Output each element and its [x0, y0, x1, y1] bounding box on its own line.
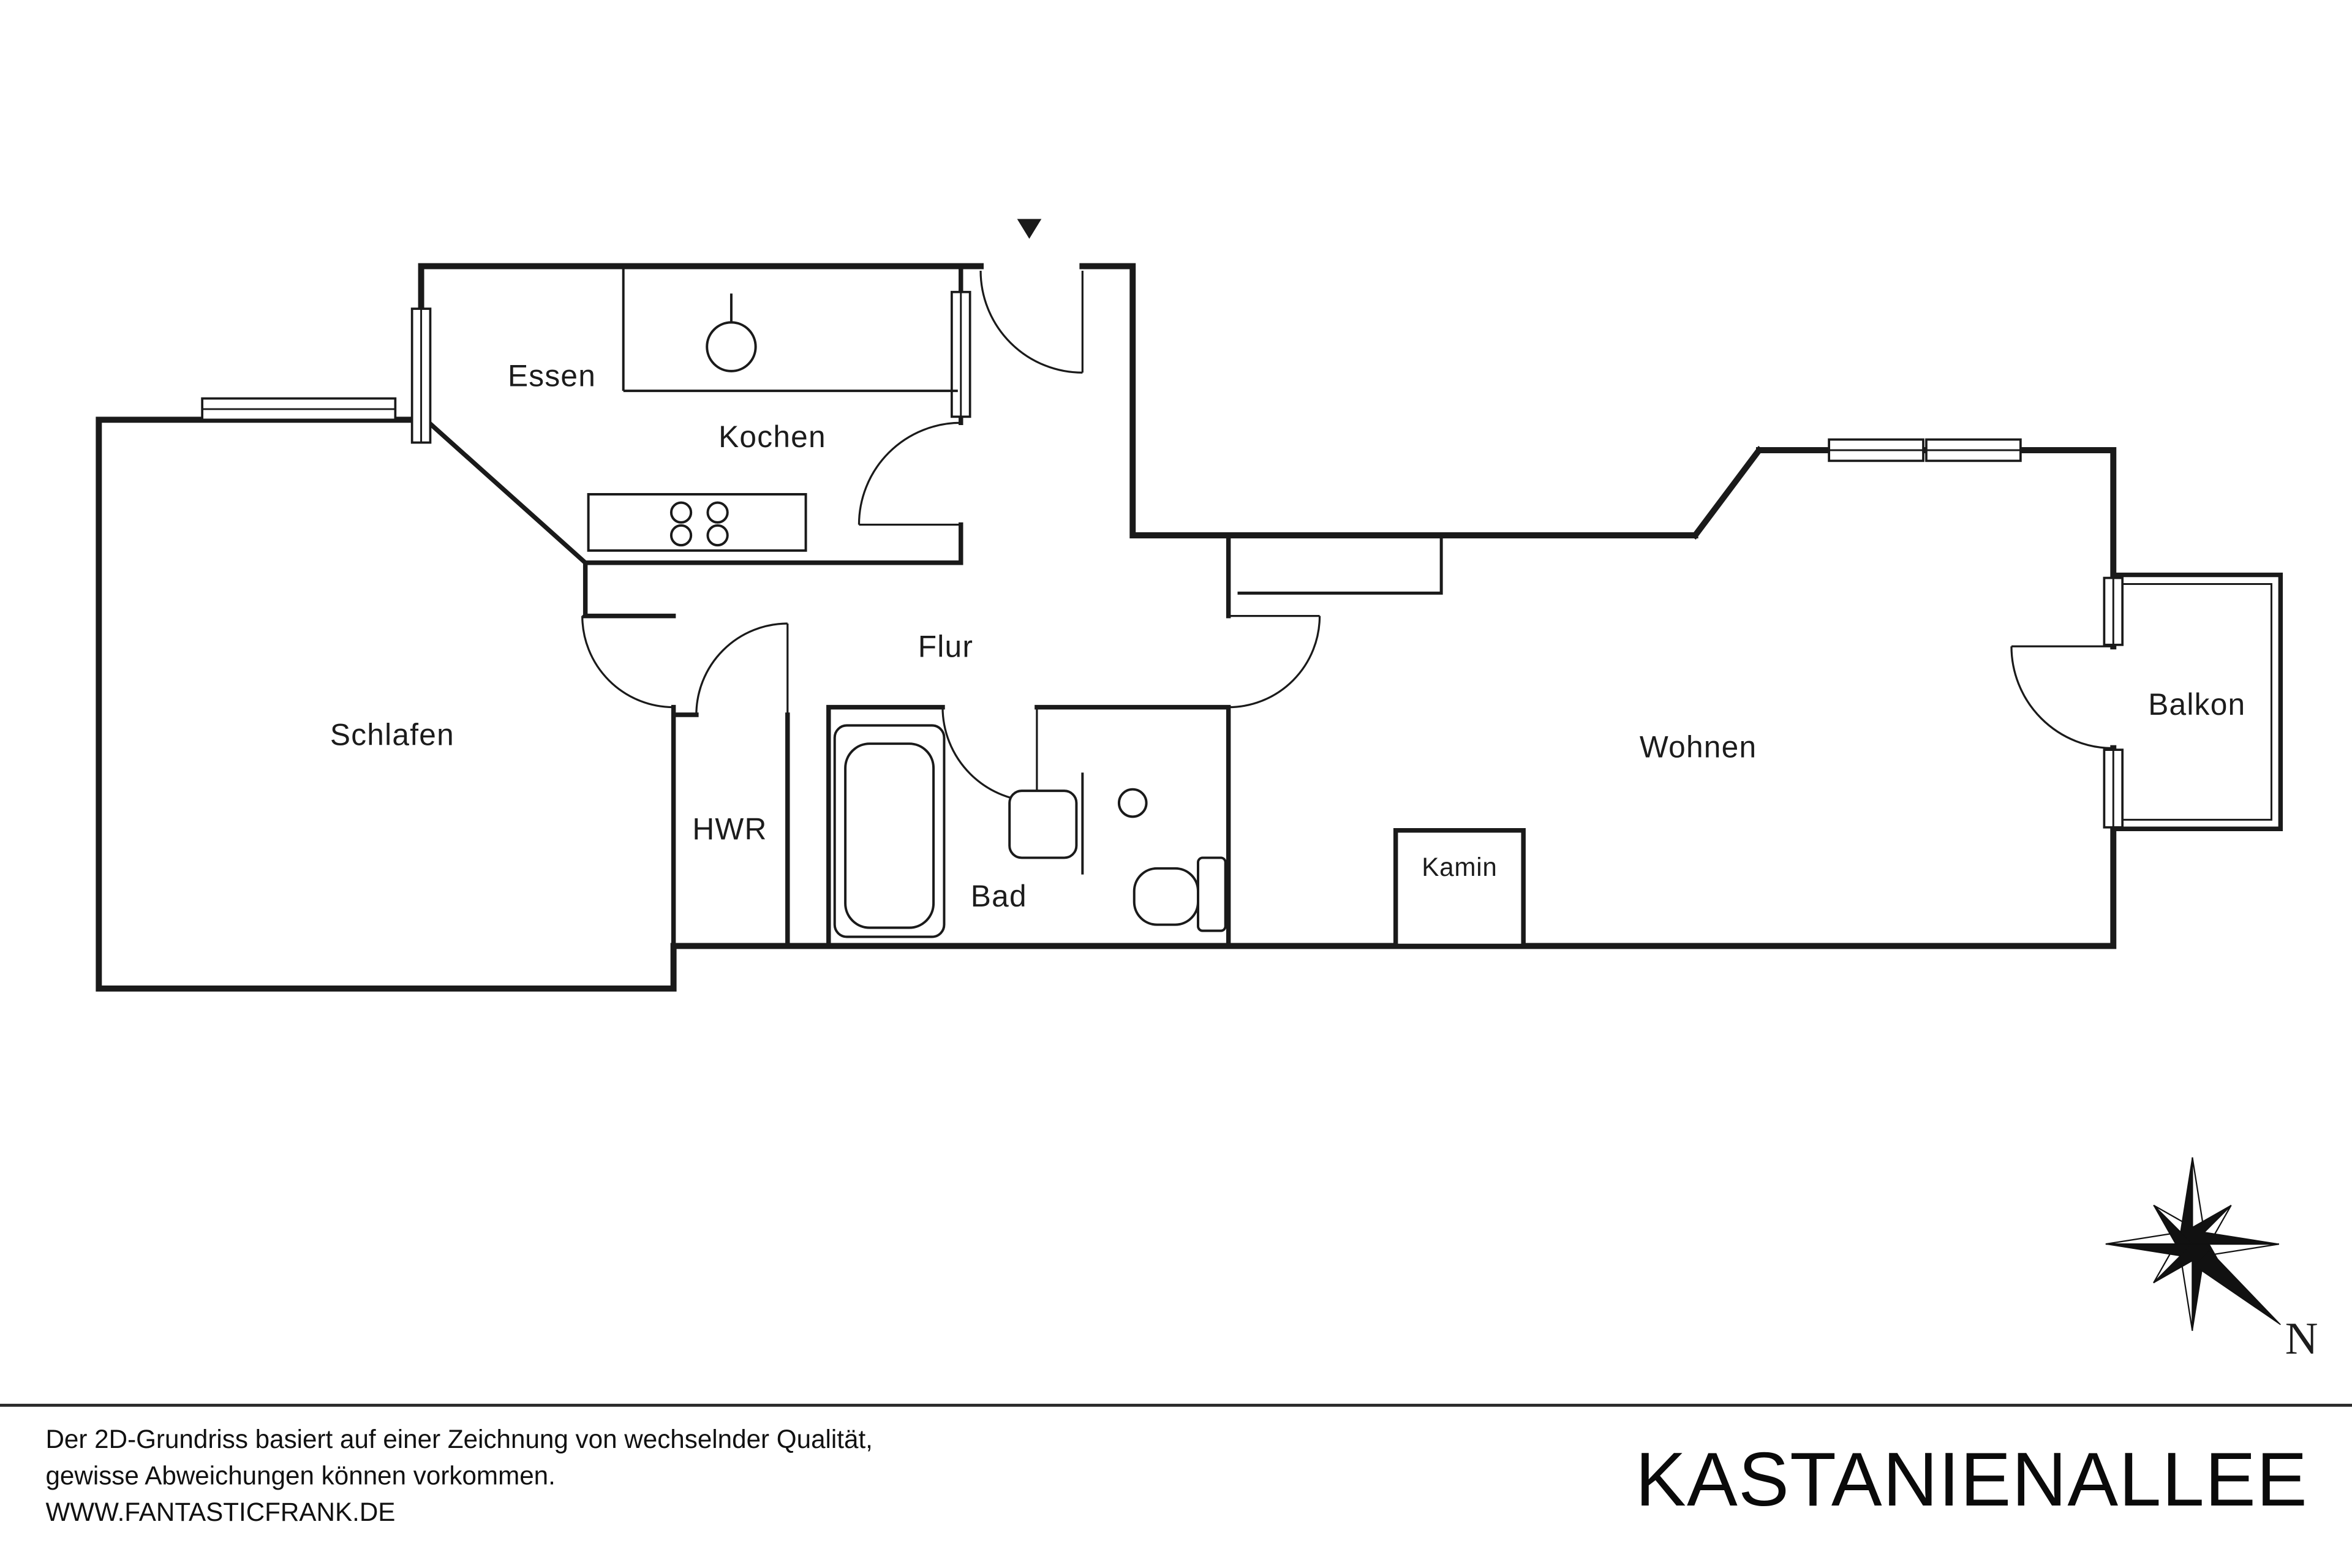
fireplace-box [1393, 828, 1526, 949]
room-labels: Essen Kochen Flur Schlafen HWR Bad Wohne… [330, 359, 1757, 913]
bathroom-door [941, 707, 1038, 803]
bathtub-icon [833, 724, 946, 938]
kitchen-right-window [951, 290, 971, 418]
balcony-window-upper [2103, 576, 2124, 646]
kitchen-left-window [410, 307, 432, 444]
living-room-window-right [1925, 438, 2022, 462]
compass-needle [2193, 1249, 2281, 1325]
room-label-bad: Bad [971, 879, 1027, 913]
entrance-door [979, 270, 1084, 374]
room-label-schlafen: Schlafen [330, 718, 454, 752]
washbasin-icon [1008, 772, 1148, 875]
balcony-window-lower [2103, 748, 2124, 829]
entrance-marker-icon [1017, 219, 1042, 239]
kitchen-sink-icon [706, 293, 757, 372]
disclaimer-line-1: Der 2D-Grundriss basiert auf einer Zeich… [45, 1425, 872, 1453]
bathroom-fixtures [833, 724, 1227, 938]
project-title: KASTANIENALLEE [1635, 1438, 2308, 1522]
toilet-icon [1133, 856, 1227, 932]
kitchen-counter [622, 269, 958, 393]
living-room-window-left [1828, 438, 1924, 462]
room-label-hwr: HWR [692, 812, 767, 846]
room-label-flur: Flur [918, 630, 973, 664]
room-label-wohnen: Wohnen [1640, 730, 1757, 764]
utility-room-door [695, 622, 789, 715]
disclaimer-line-2: gewisse Abweichungen können vorkommen. [45, 1461, 555, 1490]
wardrobe-outline [1237, 537, 1443, 595]
interior-walls [422, 263, 1443, 949]
bedroom-window [201, 397, 397, 421]
bedroom-door [581, 615, 674, 709]
balcony-door [2010, 645, 2114, 750]
living-room-door [1228, 615, 1321, 709]
footer: Der 2D-Grundriss basiert auf einer Zeich… [0, 1403, 2352, 1526]
room-label-essen: Essen [508, 359, 596, 393]
compass-north-label: N [2285, 1314, 2318, 1364]
compass-rose-icon: N [2105, 1157, 2318, 1364]
room-label-kamin: Kamin [1422, 853, 1497, 881]
room-label-balkon: Balkon [2148, 687, 2245, 722]
fireplace: Kamin [1393, 828, 1526, 949]
kitchen-fixtures [587, 269, 958, 552]
floorplan-drawing: Kamin Balkon Essen Kochen Flur Schlafen … [96, 219, 2318, 1364]
room-label-kochen: Kochen [718, 420, 826, 454]
website-text: WWW.FANTASTICFRANK.DE [45, 1498, 395, 1526]
balcony: Balkon [2111, 572, 2283, 831]
stove-icon [587, 492, 807, 552]
exterior-walls [96, 263, 2117, 992]
windows [201, 290, 2124, 829]
kitchen-door [858, 421, 961, 526]
